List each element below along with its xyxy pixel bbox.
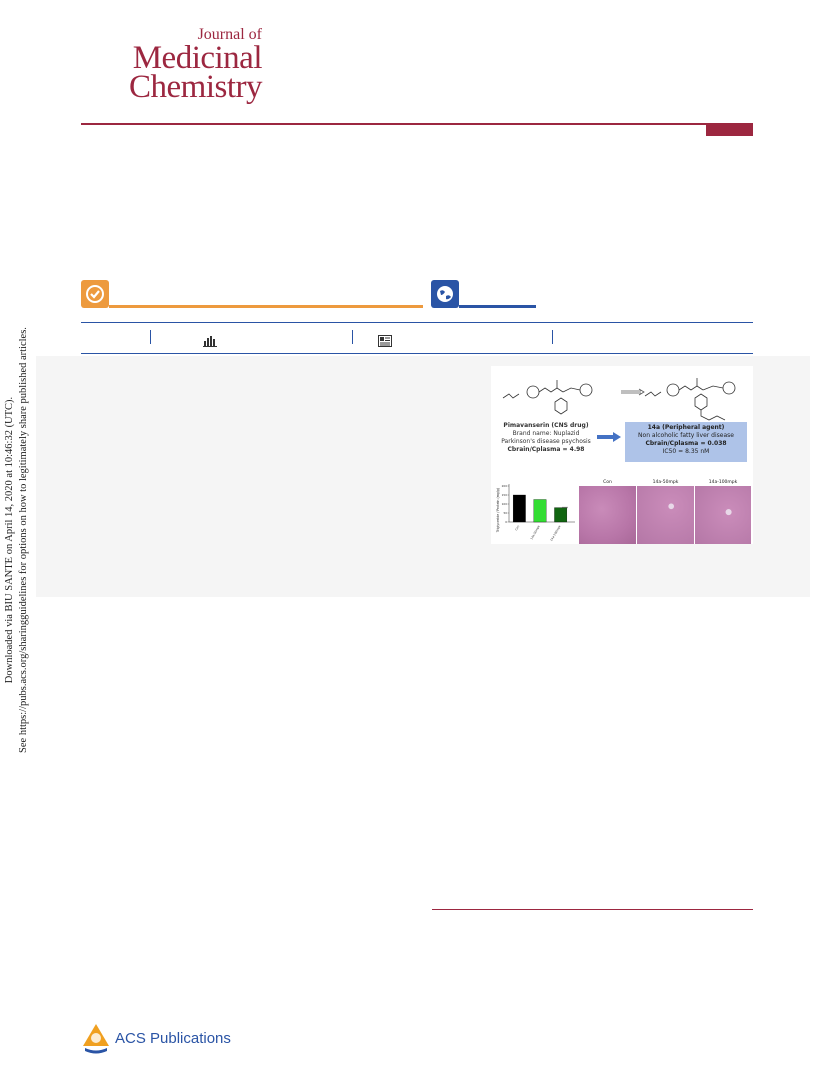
download-notice-line1: Downloaded via BIU SANTE on April 14, 20… [4,396,15,684]
header-rule [81,123,753,125]
global-badge[interactable] [431,280,536,308]
chart-x-tick-label: Con [514,524,520,531]
compound-14a-ratio: Cbrain/Cplasma = 0.038 [645,440,727,447]
footnote-rule [432,909,753,910]
pimavanserin-brand: Brand name: Nuplazid [512,430,580,437]
compound-14a-indication: Non alcoholic fatty liver disease [638,432,734,439]
badge-line-right [459,305,536,308]
compound-14a-label: 14a (Peripheral agent) Non alcoholic fat… [625,422,747,462]
open-access-badge[interactable] [81,280,423,308]
histology-image-100 [695,486,751,544]
pimavanserin-structure [502,380,593,415]
transform-arrow [621,388,645,396]
acs-publications-logo: ACS Publications [81,1022,241,1054]
journal-name-line2: Medicinal [132,40,263,76]
chart-y-tick-label: 100 [502,502,508,506]
badge-square-right [431,280,459,308]
histology-panel: Con 14a-50mpk 14a-100mpk [579,480,751,544]
globe-icon [437,286,453,302]
journal-name-line3: Chemistry [129,69,263,105]
metrics-rule-bottom [81,353,753,354]
chart-bar [533,499,547,523]
journal-name-line1: Journal of [197,26,262,43]
compound-14a-ic50: IC50 = 8.35 nM [662,448,710,455]
chart-bar [554,507,568,523]
compound-14a-title: 14a (Peripheral agent) [647,424,725,431]
chart-bar [512,494,526,523]
check-icon [86,285,104,303]
download-notice: Downloaded via BIU SANTE on April 14, 20… [2,320,32,760]
pimavanserin-indication: Parkinson's disease psychosis [501,438,591,445]
triglyceride-bar-chart: Triglyceride / Protein (mg/g) 0 50 100 150 2… [496,484,575,542]
pimavanserin-ratio: Cbrain/Cplasma = 4.98 [507,446,585,453]
metrics-divider [352,330,353,344]
metrics-divider [552,330,553,344]
pimavanserin-label: Pimavanserin (CNS drug) Brand name: Nupl… [498,422,594,454]
compound-14a-structure [644,378,736,421]
metrics-divider [150,330,151,344]
chart-y-tick-label: 0 [505,520,507,524]
chart-y-tick-label: 150 [502,493,508,497]
journal-logo: Journal of Medicinal Chemistry [112,26,263,105]
bar-chart-icon[interactable] [203,332,217,351]
chart-y-tick-label: 50 [503,511,507,515]
histology-image-50 [637,486,694,544]
blue-arrow [597,432,621,442]
pimavanserin-title: Pimavanserin (CNS drug) [503,422,589,429]
chart-significance: *** [562,506,568,511]
metrics-rule-top [81,322,753,323]
toc-graphic: Pimavanserin (CNS drug) Brand name: Nupl… [491,366,753,544]
chart-y-tick-label: 200 [502,484,508,488]
publisher-name: ACS Publications [115,1030,231,1047]
chart-x-tick-label: 14a-100mpk [549,524,562,542]
header-tab [706,123,753,136]
badge-square-left [81,280,109,308]
histology-label-con: Con [603,480,612,485]
histology-label-50: 14a-50mpk [652,480,679,485]
histology-image-con [579,486,636,544]
article-icon[interactable] [378,332,392,351]
histology-label-100: 14a-100mpk [708,480,738,485]
chart-x-tick-label: 14a-50mpk [529,524,541,540]
download-notice-line2: See https://pubs.acs.org/sharingguidelin… [18,327,29,753]
badge-line-left [109,305,423,308]
acs-emblem-icon [83,1024,109,1054]
chart-y-label: Triglyceride / Protein (mg/g) [496,488,500,533]
